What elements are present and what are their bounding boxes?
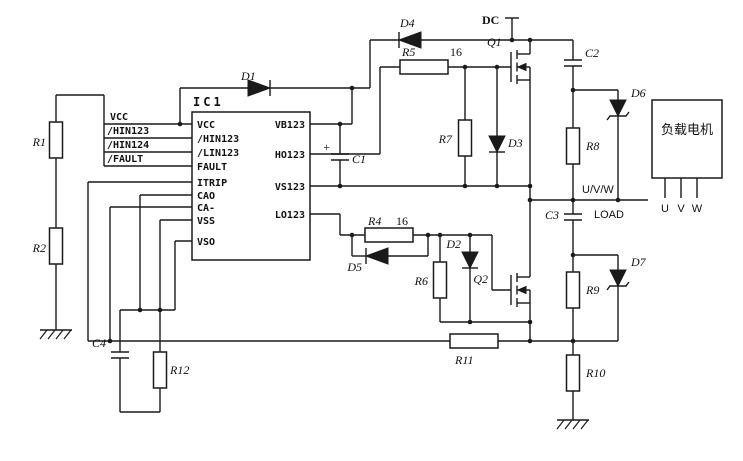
ground-symbol-left (39, 329, 72, 340)
label-d4: D4 (399, 16, 415, 30)
label-d3: D3 (507, 136, 523, 150)
c1-polarity-mark: + (323, 140, 330, 154)
ic-pin-fault: FAULT (197, 162, 227, 173)
motor-phase-u: U (661, 203, 669, 215)
label-r5: R5 (401, 45, 415, 59)
resistor-r7: R7 (438, 119, 473, 157)
ic-pin-vcc: VCC (197, 120, 215, 131)
capacitor-c1: + C1 (323, 140, 366, 166)
ic-pin-vso: VSO (197, 237, 215, 248)
diode-d1: D1 (240, 69, 272, 97)
ic-pin-hin123: /HIN123 (197, 134, 239, 145)
signal-hin123: /HIN123 (107, 126, 149, 137)
ic-pin-lo123: LO123 (275, 210, 305, 221)
ic-pin-vb123: VB123 (275, 120, 305, 131)
ic-pin-itrip: ITRIP (197, 178, 227, 189)
label-r9: R9 (585, 283, 599, 297)
resistor-r6: R6 (414, 261, 448, 299)
label-r12: R12 (169, 363, 189, 377)
label-r10: R10 (585, 366, 605, 380)
value-r4: 16 (396, 214, 408, 228)
signal-hin124: /HIN124 (107, 140, 149, 151)
capacitor-c2: C2 (564, 46, 599, 67)
motor-phase-w: W (692, 203, 703, 215)
ic1-body: IC1 VCC /HIN123 /LIN123 FAULT ITRIP CAO … (191, 95, 311, 261)
diode-d3: D3 (488, 135, 523, 154)
label-r11: R11 (454, 353, 473, 367)
resistor-r1: R1 (32, 121, 64, 159)
label-r4: R4 (367, 214, 381, 228)
label-q1: Q1 (487, 35, 502, 49)
diode-d2: D2 (445, 237, 479, 270)
label-c2: C2 (585, 46, 599, 60)
value-r5: 16 (450, 45, 462, 59)
resistor-r2: R2 (32, 227, 64, 265)
label-q2: Q2 (473, 272, 488, 286)
wires (55, 17, 698, 420)
input-signals: VCC /HIN123 /HIN124 /FAULT (107, 112, 149, 165)
label-d1: D1 (240, 69, 256, 83)
mosfet-q2: Q2 (473, 272, 531, 307)
signal-vcc: VCC (110, 112, 128, 123)
signal-fault: /FAULT (107, 154, 143, 165)
load-label: LOAD (594, 209, 624, 221)
label-r2: R2 (32, 241, 46, 255)
resistor-r11: R11 (449, 333, 499, 367)
label-d2: D2 (445, 237, 461, 251)
ic-pin-vss: VSS (197, 216, 215, 227)
junction-dots (107, 37, 621, 344)
zener-d6: D6 (606, 86, 646, 121)
diode-d5: D5 (346, 247, 389, 274)
label-d6: D6 (630, 86, 646, 100)
label-r8: R8 (585, 139, 599, 153)
label-d5: D5 (346, 260, 362, 274)
label-d7: D7 (630, 255, 647, 269)
resistor-r12: R12 (152, 351, 189, 389)
zener-d7: D7 (606, 255, 647, 291)
ic-pin-vs123: VS123 (275, 182, 305, 193)
ic-pin-lin123: /LIN123 (197, 148, 239, 159)
ic-pin-ho123: HO123 (275, 150, 305, 161)
label-r7: R7 (438, 132, 453, 146)
ground-symbol-right (556, 419, 589, 430)
dc-supply-label: DC (482, 13, 499, 27)
diode-d4: D4 (397, 16, 422, 49)
resistor-r9: R9 (565, 271, 599, 309)
label-c1: C1 (352, 152, 366, 166)
label-r6: R6 (414, 274, 428, 288)
mosfet-q1: Q1 (487, 35, 531, 84)
ic1-label: IC1 (193, 95, 224, 109)
motor-label: 负载电机 (661, 123, 713, 138)
ic-pin-ca-minus: CA- (197, 203, 215, 214)
capacitor-c4: C4 (92, 336, 129, 359)
capacitor-c3: C3 (545, 208, 582, 222)
label-r1: R1 (32, 135, 46, 149)
ic-pin-cao: CAO (197, 191, 215, 202)
motor-load: 负载电机 U V W (651, 99, 723, 215)
resistor-r4: R4 16 (364, 214, 414, 243)
label-c4: C4 (92, 336, 106, 350)
motor-phase-v: V (677, 203, 685, 215)
resistor-r8: R8 (565, 127, 599, 165)
resistor-r5: R5 16 (399, 45, 462, 75)
phase-output-label: U/V/W (582, 184, 614, 196)
resistor-r10: R10 (565, 354, 605, 392)
label-c3: C3 (545, 208, 559, 222)
